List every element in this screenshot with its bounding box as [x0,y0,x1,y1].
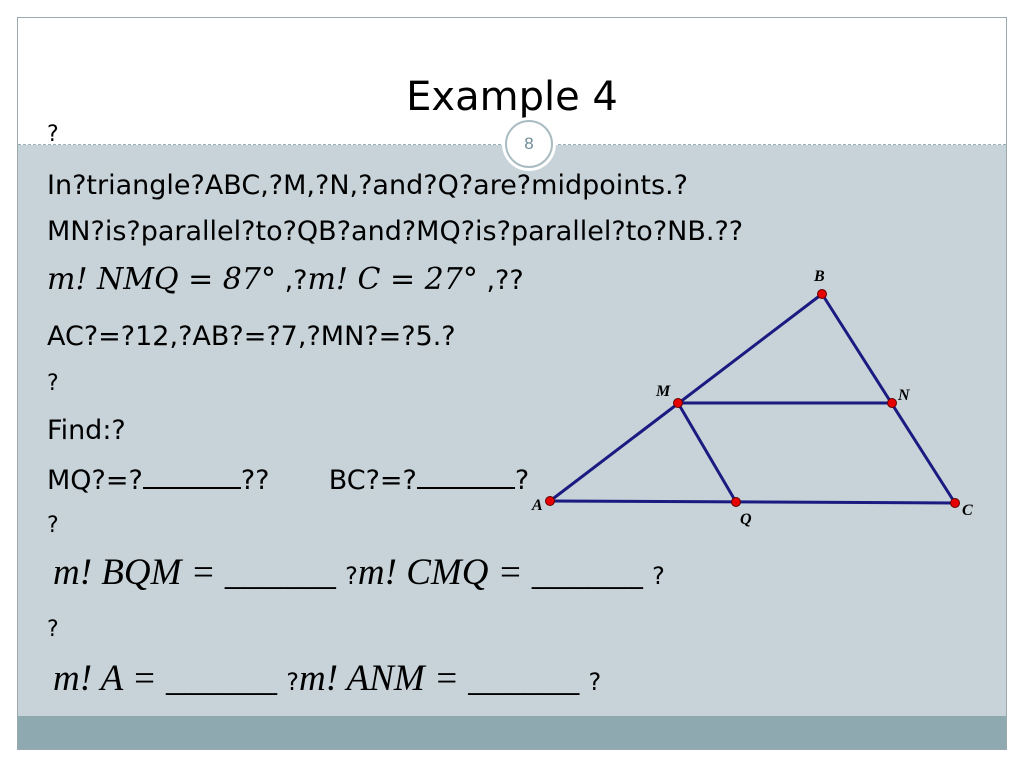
segment-ac [549,499,956,505]
slide-number-badge: 8 [505,120,553,168]
slide-title: Example 4 [406,74,618,120]
label-n: N [897,387,911,404]
segment-ab [549,292,823,503]
triangle-figure: A B C M N Q [531,268,973,528]
find-lengths-line: MQ?=??? BC?=?? [47,461,529,499]
placeholder-glyph: ? [47,122,59,147]
bc-answer-blank[interactable] [416,461,515,489]
label-a: A [531,497,543,514]
point-q [731,497,741,507]
mq-answer-blank[interactable] [142,461,241,489]
placeholder-glyph-7: ? [286,668,300,696]
angles-row-2: m! A = ______ ?m! ANM = ______ ? [53,657,601,700]
placeholder-glyph-8: ? [588,668,602,696]
mq-label: MQ?=? [47,465,143,496]
placeholder-glyph-3: ? [47,513,59,538]
angle-anm-question: m! ANM = ______ [299,658,580,699]
given-line-2: MN?is?parallel?to?QB?and?MQ?is?parallel?… [47,216,744,247]
slide: Example 4 ? 8 In?triangle?ABC,?M,?N,?and… [17,17,1007,750]
bc-label: BC?=? [328,465,417,496]
angle-c-given: m! C = 27° [307,262,478,297]
angles-row-1: m! BQM = ______ ?m! CMQ = ______ ? [53,551,665,594]
placeholder-glyph-2: ? [47,371,59,396]
label-b: B [813,268,825,285]
point-a [545,496,555,506]
mq-tail: ?? [240,465,270,496]
point-c [950,498,960,508]
angle-nmq-given: m! NMQ = 87° [47,262,276,297]
angle-tail: ,?? [477,265,524,296]
placeholder-glyph-4: ? [345,562,358,590]
placeholder-glyph-6: ? [47,617,59,642]
angle-bqm-question: m! BQM = ______ [53,552,336,593]
label-q: Q [740,511,752,528]
given-line-1: In?triangle?ABC,?M,?N,?and?Q?are?midpoin… [47,170,688,201]
find-label: Find:? [47,415,126,446]
angle-given-line: m! NMQ = 87° ,?m! C = 27° ,?? [47,262,524,299]
title-area: Example 4 [18,18,1006,145]
segment-mq [676,402,738,503]
label-c: C [962,502,973,519]
point-b [817,289,827,299]
body-panel [18,145,1006,716]
angle-separator: ,? [275,265,308,296]
bc-tail: ? [514,465,530,496]
footer-bar [18,716,1006,749]
angle-a-question: m! A = ______ [53,658,278,699]
label-m: M [655,383,671,400]
point-m [673,398,683,408]
lengths-line: AC?=?12,?AB?=?7,?MN?=?5.? [47,321,456,352]
segment-bc [820,293,957,504]
angle-cmq-question: m! CMQ = ______ [357,552,643,593]
point-n [887,398,897,408]
placeholder-glyph-5: ? [652,562,665,590]
